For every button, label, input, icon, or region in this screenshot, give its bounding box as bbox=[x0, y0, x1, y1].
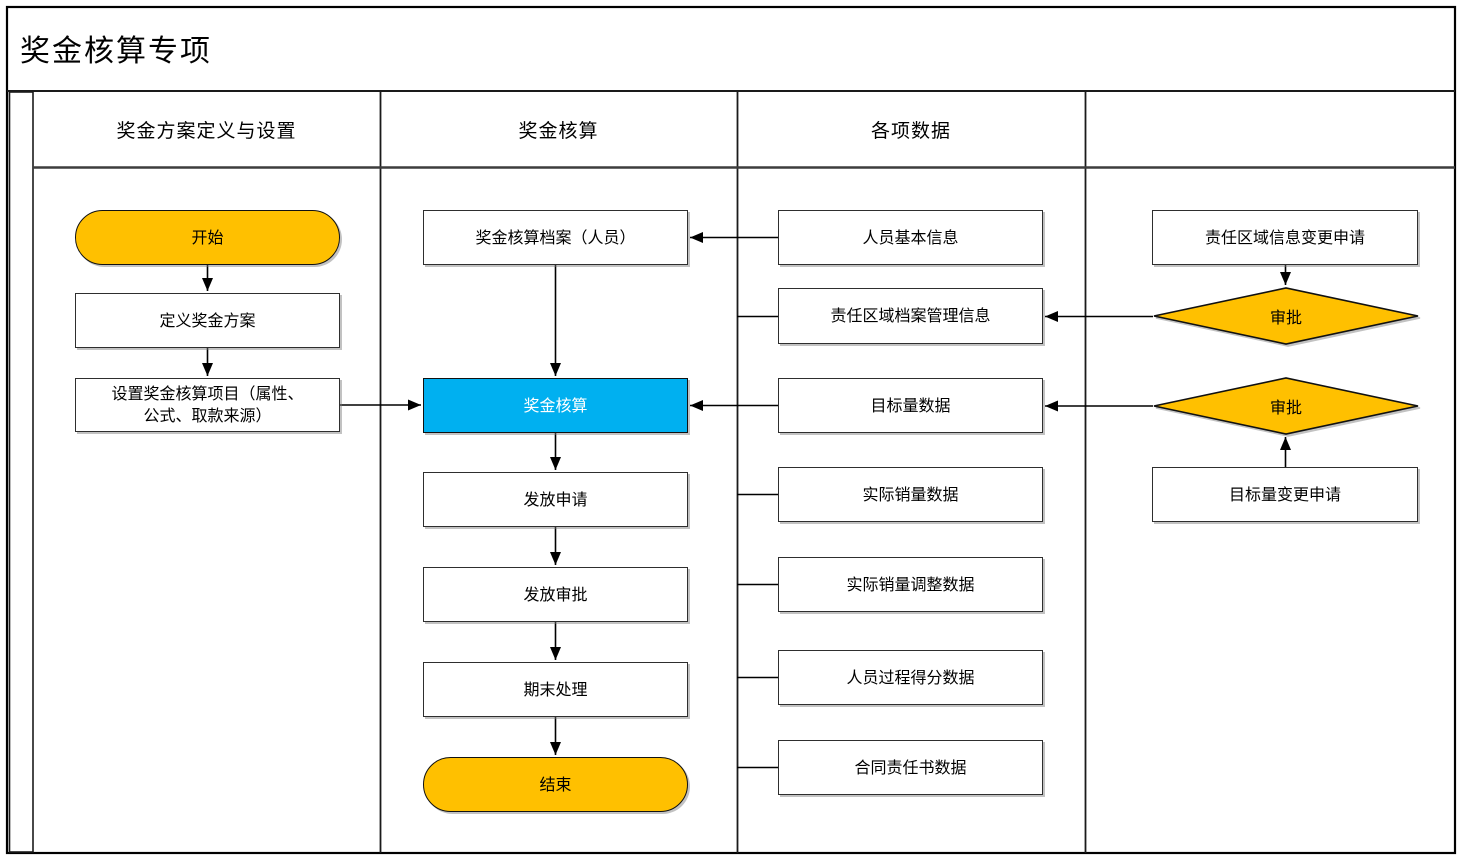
node-person-info: 人员基本信息 bbox=[778, 210, 1043, 265]
node-label: 开始 bbox=[191, 227, 224, 247]
diamond-shape bbox=[1153, 287, 1419, 345]
node-actual-sales-adjust: 实际销量调整数据 bbox=[778, 557, 1043, 612]
node-label: 审批 bbox=[1269, 308, 1302, 327]
node-label: 期末处理 bbox=[523, 679, 588, 699]
node-payout-apply: 发放申请 bbox=[423, 472, 688, 527]
node-label: 奖金核算 bbox=[523, 395, 588, 415]
node-start: 开始 bbox=[75, 210, 340, 265]
lane-header-approval bbox=[1085, 91, 1455, 167]
node-label: 目标量变更申请 bbox=[1228, 484, 1341, 504]
node-label: 审批 bbox=[1269, 398, 1302, 417]
node-label: 责任区域信息变更申请 bbox=[1204, 227, 1365, 247]
diamond-shape bbox=[1153, 377, 1419, 435]
node-setup-items: 设置奖金核算项目（属性、 公式、取款来源） bbox=[75, 378, 340, 432]
node-label: 人员基本信息 bbox=[862, 227, 959, 247]
node-period-end: 期末处理 bbox=[423, 662, 688, 717]
node-contract-data: 合同责任书数据 bbox=[778, 740, 1043, 795]
node-label: 奖金核算档案（人员） bbox=[475, 227, 636, 247]
node-actual-sales: 实际销量数据 bbox=[778, 467, 1043, 522]
node-bonus-calc: 奖金核算 bbox=[423, 378, 688, 433]
node-label: 结束 bbox=[539, 774, 572, 794]
node-person-score: 人员过程得分数据 bbox=[778, 650, 1043, 705]
node-label-line1: 设置奖金核算项目（属性、 bbox=[111, 384, 304, 404]
node-bonus-archive: 奖金核算档案（人员） bbox=[423, 210, 688, 265]
node-label: 目标量数据 bbox=[870, 395, 951, 415]
page-title: 奖金核算专项 bbox=[20, 34, 212, 69]
node-target-data: 目标量数据 bbox=[778, 378, 1043, 433]
node-end: 结束 bbox=[423, 757, 688, 812]
lane-header-calculation: 奖金核算 bbox=[518, 119, 599, 142]
node-define-plan: 定义奖金方案 bbox=[75, 293, 340, 348]
node-approve-area: 审批 bbox=[1153, 287, 1419, 345]
node-target-change-request: 目标量变更申请 bbox=[1152, 467, 1418, 522]
node-label: 责任区域档案管理信息 bbox=[830, 306, 991, 326]
lane-header-data: 各项数据 bbox=[870, 119, 951, 142]
lane-header-definition: 奖金方案定义与设置 bbox=[116, 119, 297, 142]
node-label: 发放申请 bbox=[523, 489, 588, 509]
node-payout-approve: 发放审批 bbox=[423, 567, 688, 622]
node-area-change-request: 责任区域信息变更申请 bbox=[1152, 210, 1418, 265]
node-label: 实际销量调整数据 bbox=[846, 574, 975, 594]
node-label: 定义奖金方案 bbox=[159, 310, 256, 330]
node-label: 合同责任书数据 bbox=[854, 757, 967, 777]
node-label-line2: 公式、取款来源） bbox=[143, 406, 272, 425]
node-label: 发放审批 bbox=[523, 584, 588, 604]
node-label: 实际销量数据 bbox=[862, 484, 959, 504]
node-approve-target: 审批 bbox=[1153, 377, 1419, 435]
node-label: 人员过程得分数据 bbox=[846, 667, 975, 687]
node-area-archive: 责任区域档案管理信息 bbox=[778, 288, 1043, 344]
